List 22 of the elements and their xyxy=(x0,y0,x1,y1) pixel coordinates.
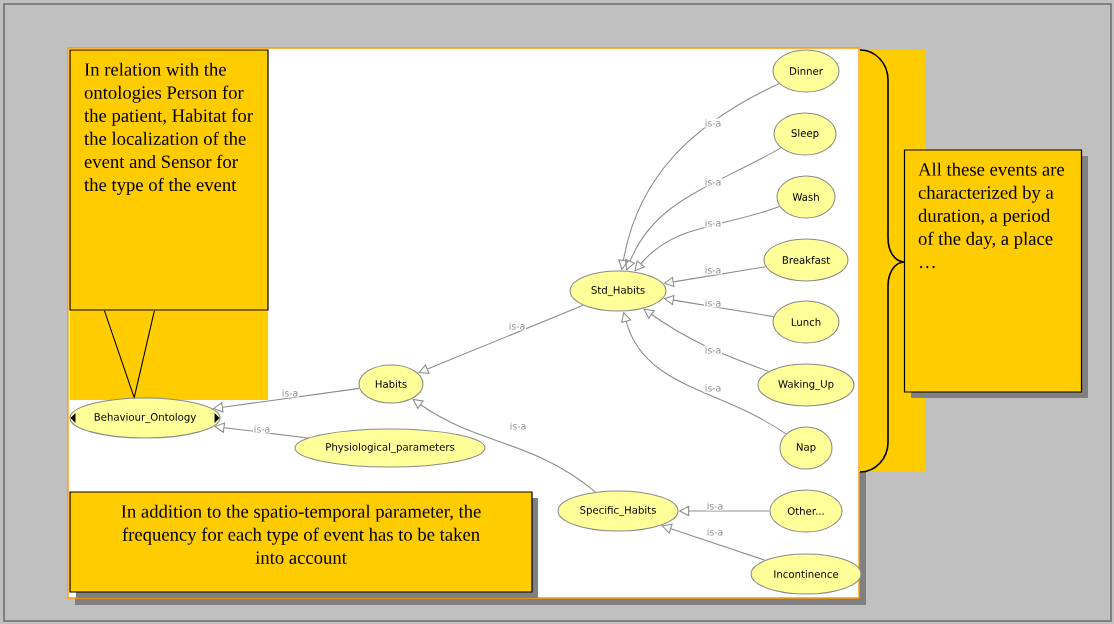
edge-label: is-a xyxy=(705,501,725,511)
arrow xyxy=(643,308,770,372)
arrow xyxy=(634,206,781,272)
edge-label: is-a xyxy=(705,527,725,537)
edge-label: is-a xyxy=(703,265,723,275)
edge-label: is-a xyxy=(703,345,723,355)
edge-label: is-a xyxy=(703,218,723,228)
arrow xyxy=(663,266,767,288)
edge-label: is-a xyxy=(508,421,528,431)
edge-label: is-a xyxy=(703,118,723,128)
edge-label: is-a xyxy=(703,177,723,187)
arrow xyxy=(625,147,782,271)
callout-pointer xyxy=(103,310,155,399)
edge-label: is-a xyxy=(280,388,300,398)
edge-label: is-a xyxy=(252,424,272,434)
edge-label: is-a xyxy=(507,321,527,331)
arrow xyxy=(412,398,596,493)
callout-box: All these events are characterized by a duration, a period of the day, a place … xyxy=(903,149,1083,393)
callout-box: In addition to the spatio-temporal parameter, the frequency for each type of event has to be taken into account xyxy=(69,491,533,593)
arrow xyxy=(661,523,766,561)
edge-label: is-a xyxy=(703,298,723,308)
edge-label: is-a xyxy=(703,383,723,393)
